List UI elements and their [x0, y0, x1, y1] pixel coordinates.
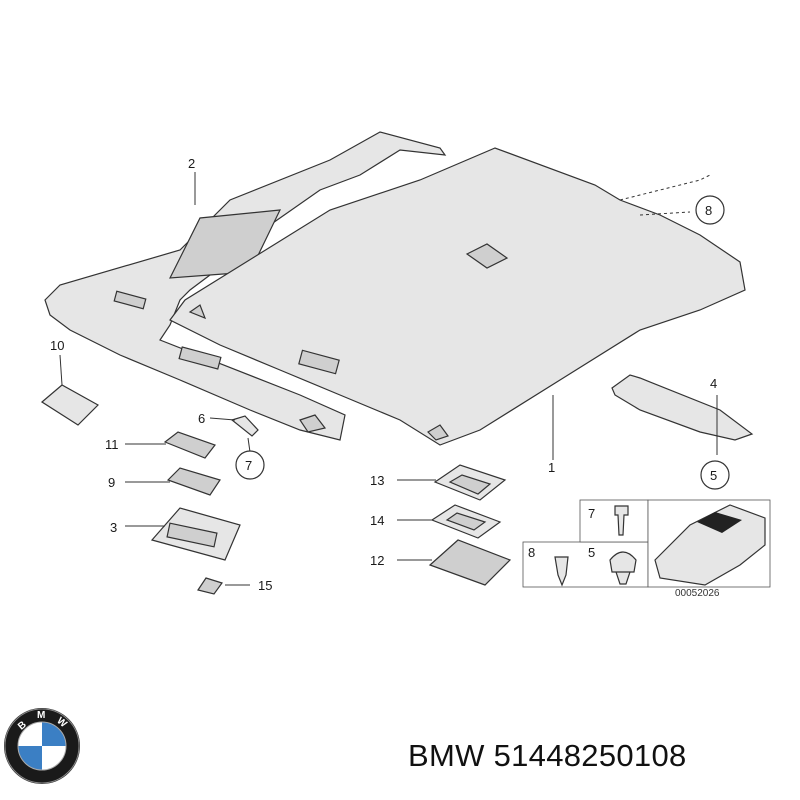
car-silhouette-icon — [654, 504, 766, 586]
callout-6: 6 — [198, 411, 205, 426]
diagram-code: 00052026 — [675, 588, 720, 599]
part-12-housing — [428, 539, 512, 586]
callout-7-circled: 7 — [245, 458, 252, 473]
callout-5-circled: 5 — [710, 468, 717, 483]
callout-13: 13 — [370, 473, 384, 488]
callout-3: 3 — [110, 520, 117, 535]
part-14-frame — [430, 504, 502, 539]
part-9-lamp — [166, 467, 221, 496]
part-13-frame — [433, 464, 507, 501]
callout-5-inset: 5 — [588, 545, 595, 560]
bmw-logo: B M W — [4, 708, 80, 784]
headliner-panel-2 — [44, 131, 447, 441]
part-number-caption: BMW 51448250108 — [408, 738, 687, 774]
brand-name: BMW — [408, 738, 485, 773]
callout-15: 15 — [258, 578, 272, 593]
circled-callouts: 7 8 5 — [235, 195, 730, 490]
callout-14: 14 — [370, 513, 384, 528]
callout-9: 9 — [108, 475, 115, 490]
part-3-cover — [150, 507, 241, 561]
part-6-clip — [230, 415, 259, 437]
callout-8-inset: 8 — [528, 545, 535, 560]
callout-11: 11 — [105, 437, 119, 452]
callout-4: 4 — [710, 376, 717, 391]
push-pin-icon — [554, 556, 569, 587]
callout-10: 10 — [50, 338, 64, 353]
screw-icon — [614, 505, 629, 536]
callout-labels: 2 10 6 11 9 3 15 13 14 12 1 4 7 8 5 0005… — [50, 156, 720, 599]
part-15-switch — [197, 577, 223, 595]
callout-12: 12 — [370, 553, 384, 568]
headliner-panel-1 — [169, 147, 746, 446]
detail-8-marker — [619, 174, 711, 216]
callout-2: 2 — [188, 156, 195, 171]
part-10-frame — [40, 384, 99, 426]
strip-part-4 — [611, 374, 754, 441]
inset-fasteners — [522, 499, 771, 588]
part-11-frame — [163, 431, 216, 459]
callout-7-inset: 7 — [588, 506, 595, 521]
leader-lines — [59, 172, 718, 586]
part-number: 51448250108 — [493, 738, 687, 773]
callout-8-circled: 8 — [705, 203, 712, 218]
callout-1: 1 — [548, 460, 555, 475]
svg-text:M: M — [37, 710, 45, 721]
expanding-clip-icon — [609, 551, 637, 585]
